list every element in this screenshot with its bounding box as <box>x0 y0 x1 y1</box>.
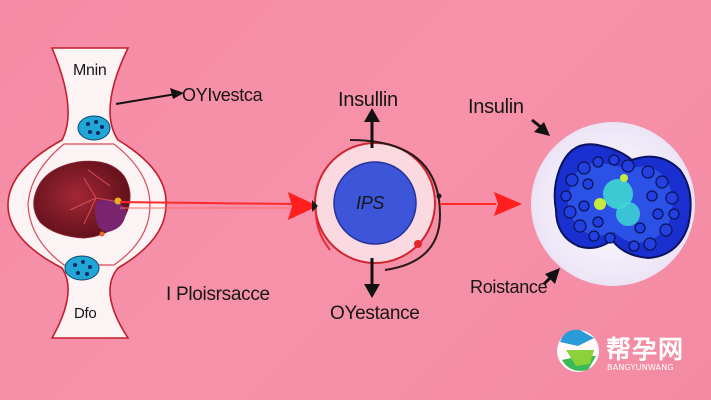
liver-lobe <box>95 199 126 232</box>
vesicle-top <box>77 115 111 141</box>
red-arrow-right <box>440 192 522 216</box>
label-center-bottom: OYestance <box>330 303 420 324</box>
vesicle-bottom <box>64 255 100 281</box>
cell-yellow-dot-small <box>620 174 628 182</box>
cell-diagram <box>531 122 695 286</box>
label-bottom-left: I Ploisrsacce <box>166 284 270 305</box>
arrow-resistance-cell <box>542 268 560 286</box>
organ-diagram <box>7 47 167 339</box>
vesicle-top-dots <box>86 120 104 135</box>
organ-inner-band <box>27 143 151 266</box>
cell-yellow-dot <box>594 198 606 210</box>
arrow-organ-label <box>115 88 184 105</box>
cell-nucleus <box>603 179 633 209</box>
ips-small-dot <box>436 193 442 199</box>
watermark-subtext: BANGYUNWANG <box>607 363 674 372</box>
label-center-top: Insullin <box>338 89 398 111</box>
vessel-node <box>114 197 122 205</box>
arrow-insulin-cell <box>531 118 550 136</box>
label-center-core: IPS <box>356 193 385 213</box>
ips-core <box>333 161 417 245</box>
label-right-bottom: Roistance <box>470 277 548 297</box>
arrow-down-resistance <box>364 258 380 298</box>
watermark-text: 帮孕网 <box>606 335 685 364</box>
cell-granules <box>560 154 680 252</box>
ips-ring <box>312 139 442 271</box>
label-left-bottom: Dfo <box>74 305 97 322</box>
liver-vessels <box>69 169 121 225</box>
ips-inner-arc <box>349 139 442 271</box>
watermark-logo-icon <box>557 329 599 372</box>
arrow-up-insulin <box>364 108 380 148</box>
label-left-top: Mnin <box>73 62 107 79</box>
cell-nucleolus <box>616 202 640 226</box>
ips-red-arc <box>314 204 331 251</box>
vessel-dot <box>99 231 105 237</box>
label-left-arrow: OYIvestca <box>182 85 263 105</box>
vesicle-bottom-dots <box>73 260 92 276</box>
ips-red-dot <box>414 240 422 248</box>
label-right-top: Insulin <box>468 96 524 118</box>
ips-left-notch <box>312 200 318 212</box>
red-arrow-left <box>119 192 318 220</box>
